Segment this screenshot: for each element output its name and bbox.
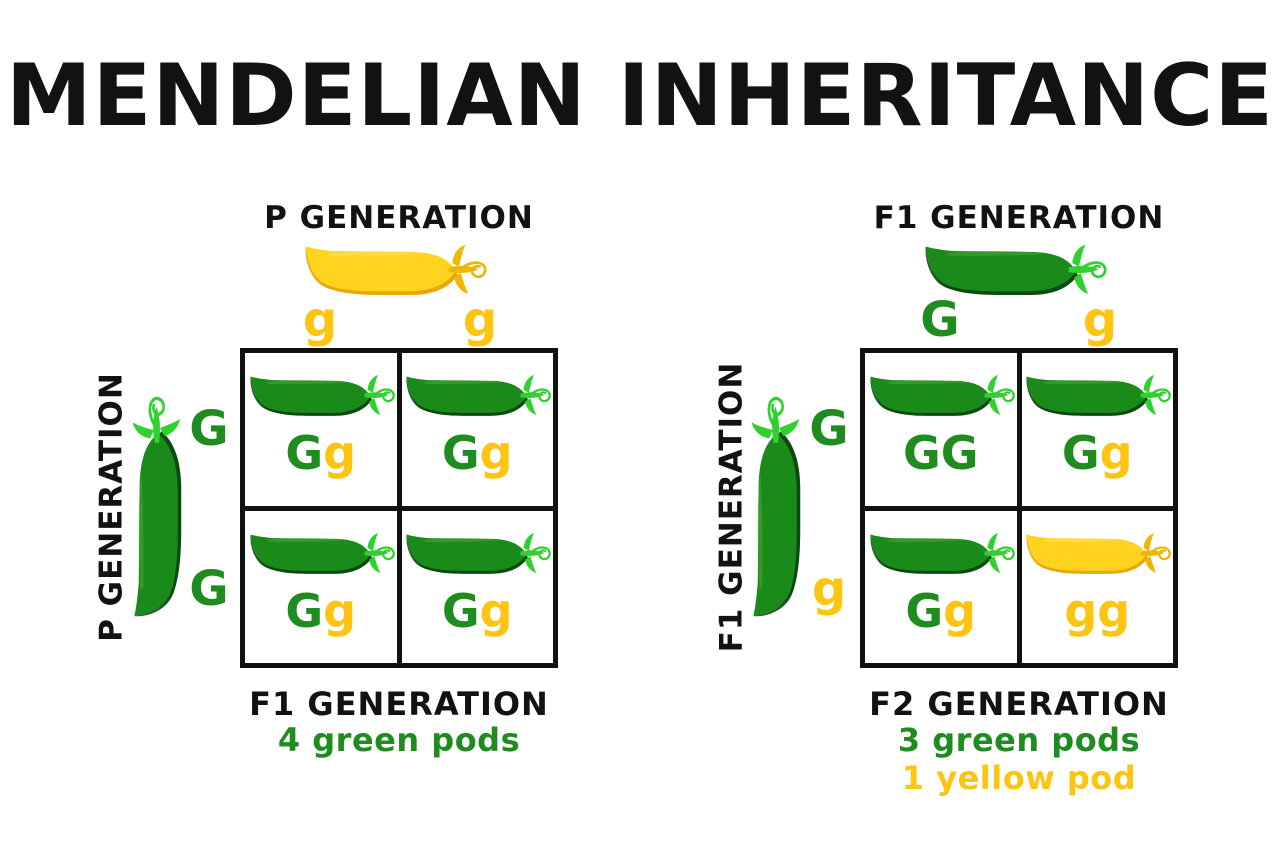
pea-pod-icon	[406, 532, 550, 574]
punnett-cell: Gg	[245, 353, 397, 506]
punnett-cell: gg	[1021, 510, 1173, 663]
allele-letter: g	[323, 426, 357, 481]
top-generation-label: P GENERATION	[264, 200, 534, 236]
allele-letter: g	[479, 426, 513, 481]
allele-letter: G	[940, 426, 979, 481]
allele-letter: g	[811, 561, 847, 617]
allele-letter: g	[302, 292, 338, 348]
top-generation-label: F1 GENERATION	[873, 200, 1165, 236]
punnett-grid: GG Gg Gg gg	[860, 348, 1178, 668]
punnett-cell: Gg	[401, 353, 553, 506]
genotype-label: Gg	[1062, 430, 1133, 476]
genotype-label: Gg	[442, 430, 513, 476]
side-generation-label: P GENERATION	[93, 372, 130, 642]
genotype-label: Gg	[285, 588, 356, 634]
result-count-label: 4 green pods	[277, 721, 521, 759]
genotype-label: Gg	[905, 588, 976, 634]
allele-letter: G	[809, 401, 849, 457]
pea-pod-icon	[870, 375, 1014, 417]
allele-letter: G	[189, 561, 229, 617]
punnett-cell: Gg	[245, 510, 397, 663]
result-generation-label: F2 GENERATION	[869, 685, 1169, 723]
punnett-cell: Gg	[401, 510, 553, 663]
allele-letter: g	[1099, 426, 1133, 481]
pea-pod-icon	[250, 532, 394, 574]
pea-pod-icon	[1026, 375, 1170, 417]
result-count-label: 3 green pods	[897, 721, 1141, 759]
allele-letter: g	[1064, 583, 1098, 638]
allele-letter: G	[189, 401, 229, 457]
result-generation-label: F1 GENERATION	[249, 685, 549, 723]
parent-pod-side-icon	[751, 398, 801, 617]
allele-letter: G	[905, 583, 944, 638]
page-title: MENDELIAN INHERITANCE	[6, 46, 1274, 146]
genotype-label: GG	[903, 430, 979, 476]
allele-letter: G	[902, 426, 941, 481]
genotype-label: Gg	[285, 430, 356, 476]
allele-letter: g	[479, 583, 513, 638]
allele-letter: g	[1082, 292, 1118, 348]
punnett-cell: GG	[865, 353, 1017, 506]
pea-pod-icon	[870, 532, 1014, 574]
pea-pod-icon	[250, 375, 394, 417]
allele-letter: G	[1061, 426, 1100, 481]
allele-letter: G	[441, 426, 480, 481]
allele-letter: G	[441, 583, 480, 638]
allele-letter: g	[943, 583, 977, 638]
pea-pod-icon	[1026, 532, 1170, 574]
allele-letter: g	[323, 583, 357, 638]
side-generation-label: F1 GENERATION	[713, 361, 750, 653]
parent-pod-side-icon	[132, 398, 182, 617]
allele-letter: g	[1097, 583, 1131, 638]
genotype-label: Gg	[442, 588, 513, 634]
allele-letter: G	[285, 426, 324, 481]
punnett-cell: Gg	[1021, 353, 1173, 506]
punnett-cell: Gg	[865, 510, 1017, 663]
punnett-grid: Gg Gg Gg Gg	[240, 348, 558, 668]
allele-letter: G	[285, 583, 324, 638]
pea-pod-icon	[406, 375, 550, 417]
allele-letter: g	[462, 292, 498, 348]
result-count-label: 1 yellow pod	[901, 759, 1137, 797]
genotype-label: gg	[1064, 588, 1130, 634]
allele-letter: G	[920, 292, 960, 348]
